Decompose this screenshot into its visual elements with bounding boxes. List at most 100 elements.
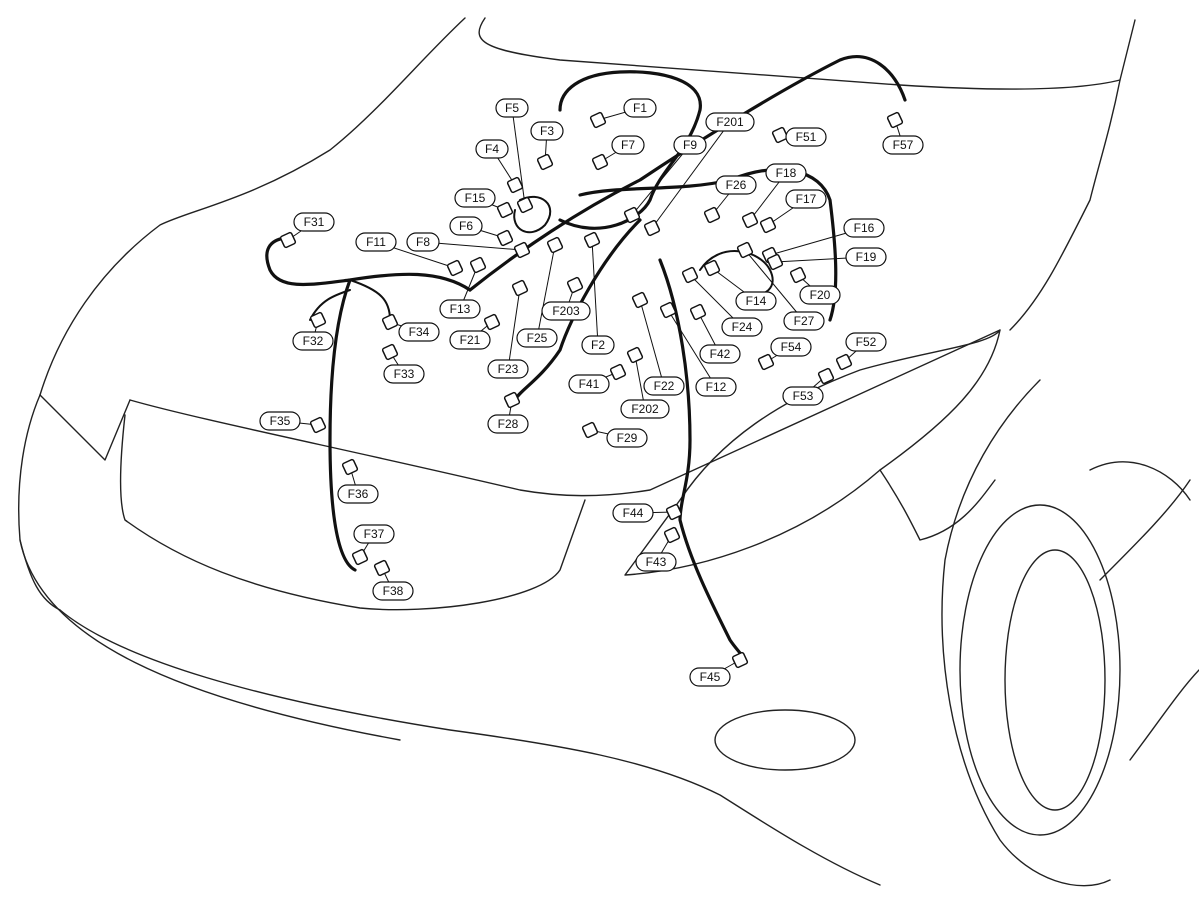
- connector-label: F28: [498, 417, 519, 431]
- connector-label-box: [770, 337, 812, 357]
- connector-label: F1: [633, 101, 647, 115]
- connector-label-box: [882, 135, 924, 155]
- connector-label-box: [449, 216, 483, 236]
- connector-plug-icon: [506, 176, 524, 194]
- connectors-layer: F1F2F3F4F5F6F7F8F9F11F12F13F14F15F16F17F…: [259, 98, 924, 687]
- vehicle-outline: [18, 17, 1199, 887]
- connector-label: F18: [776, 166, 797, 180]
- connector-label-box: [721, 317, 763, 337]
- connector-label-box: [541, 301, 591, 321]
- connector-f36: F36: [337, 458, 379, 504]
- connector-label: F38: [383, 584, 404, 598]
- connector-f7: F7: [591, 135, 645, 171]
- connector-f41: F41: [568, 363, 627, 394]
- leader-line: [536, 244, 556, 339]
- connector-label: F53: [793, 389, 814, 403]
- connector-plug-icon: [373, 559, 391, 577]
- connector-plug-icon: [513, 241, 531, 259]
- connector-label: F13: [450, 302, 471, 316]
- connector-label-box: [516, 328, 558, 348]
- connector-f29: F29: [581, 421, 648, 448]
- connector-label: F44: [623, 506, 644, 520]
- connector-label-box: [705, 112, 755, 132]
- connector-f24: F24: [681, 266, 763, 337]
- connector-label: F22: [654, 379, 675, 393]
- connector-f18: F18: [741, 163, 807, 229]
- connector-plug-icon: [309, 416, 327, 434]
- connector-label: F15: [465, 191, 486, 205]
- connector-label: F11: [366, 235, 386, 249]
- connector-f37: F37: [351, 524, 395, 566]
- connector-plug-icon: [446, 259, 464, 277]
- connector-f21: F21: [449, 313, 501, 350]
- connector-f8: F8: [406, 232, 531, 259]
- connector-plug-icon: [665, 503, 683, 521]
- connector-plug-icon: [503, 391, 521, 409]
- connector-label-box: [715, 175, 757, 195]
- connector-label: F2: [591, 338, 605, 352]
- connector-f11: F11: [355, 232, 464, 277]
- connector-plug-icon: [759, 216, 777, 234]
- connector-label-box: [799, 285, 841, 305]
- connector-f57: F57: [882, 111, 924, 155]
- connector-label: F27: [794, 314, 815, 328]
- connector-label: F12: [706, 380, 727, 394]
- connector-f4: F4: [475, 139, 524, 194]
- connector-label-box: [783, 311, 825, 331]
- connector-label: F203: [552, 304, 580, 318]
- connector-plug-icon: [631, 291, 649, 309]
- leader-line: [639, 299, 665, 387]
- connector-f9: F9: [623, 135, 707, 224]
- connector-plug-icon: [483, 313, 501, 331]
- connector-label-box: [765, 163, 807, 183]
- connector-f52: F52: [835, 332, 887, 371]
- connector-f203: F203: [541, 276, 591, 321]
- connector-label-box: [611, 135, 645, 155]
- connector-label: F8: [416, 235, 430, 249]
- connector-f45: F45: [689, 651, 749, 687]
- connector-plug-icon: [659, 301, 677, 319]
- connector-label-box: [293, 212, 335, 232]
- connector-f54: F54: [757, 337, 812, 371]
- connector-label: F16: [854, 221, 875, 235]
- connector-label: F26: [726, 178, 747, 192]
- connector-plug-icon: [609, 363, 627, 381]
- connector-f26: F26: [703, 175, 757, 224]
- connector-label: F43: [646, 555, 667, 569]
- connector-label: F3: [540, 124, 554, 138]
- connector-label-box: [785, 189, 827, 209]
- connector-plug-icon: [703, 206, 721, 224]
- connector-label-box: [475, 139, 509, 159]
- connector-f22: F22: [631, 291, 685, 396]
- connector-label: F7: [621, 138, 635, 152]
- connector-label: F37: [364, 527, 385, 541]
- leader-line: [511, 107, 526, 206]
- connector-f51: F51: [771, 126, 827, 147]
- connector-f1: F1: [589, 98, 657, 129]
- connector-plug-icon: [741, 211, 759, 229]
- connector-label-box: [845, 247, 887, 267]
- connector-plug-icon: [789, 266, 807, 284]
- connector-f38: F38: [372, 559, 414, 601]
- connector-label: F32: [303, 334, 324, 348]
- leader-line: [631, 144, 691, 216]
- connector-label-box: [689, 667, 731, 687]
- connector-plug-icon: [566, 276, 584, 294]
- connector-label: F23: [498, 362, 519, 376]
- connector-label: F51: [796, 130, 817, 144]
- connector-f17: F17: [759, 189, 827, 234]
- connector-plug-icon: [581, 421, 599, 439]
- connector-label-box: [292, 331, 334, 351]
- connector-label-box: [487, 359, 529, 379]
- connector-label: F9: [683, 138, 697, 152]
- connector-plug-icon: [341, 458, 359, 476]
- connector-label: F202: [631, 402, 659, 416]
- connector-plug-icon: [886, 111, 904, 129]
- connector-f13: F13: [439, 256, 487, 319]
- connector-plug-icon: [381, 343, 399, 361]
- connector-label: F41: [579, 377, 600, 391]
- connector-plug-icon: [496, 201, 514, 219]
- connector-label-box: [581, 335, 615, 355]
- connector-label: F45: [700, 670, 721, 684]
- connector-label-box: [337, 484, 379, 504]
